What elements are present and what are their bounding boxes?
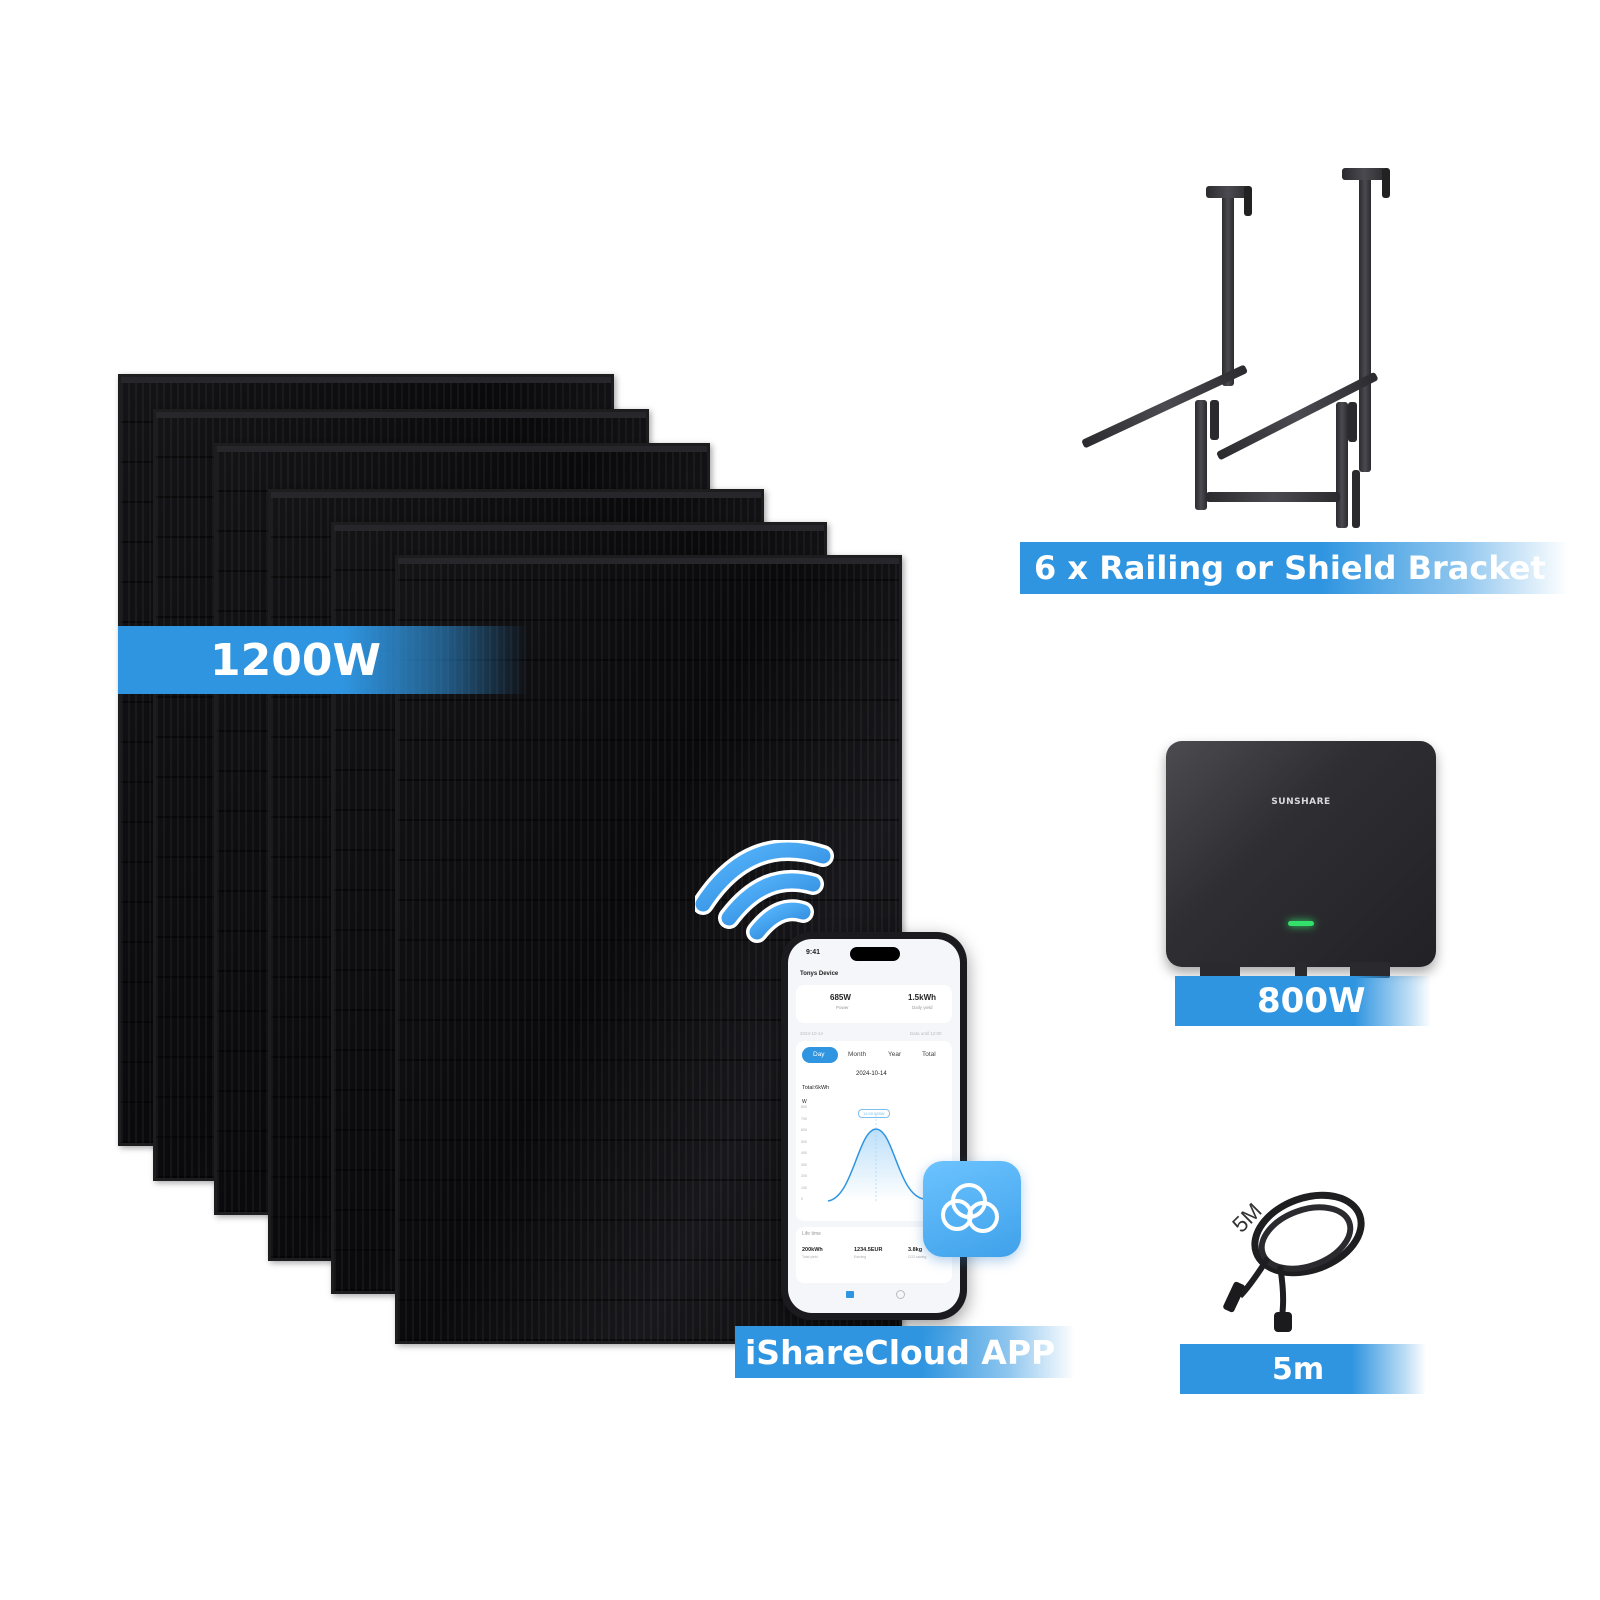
total-energy: Total:6kWh (802, 1085, 830, 1091)
stat-yield-value: 200kWh (802, 1247, 823, 1253)
updated-date: 2024-10-14 (800, 1031, 824, 1036)
microinverter: SUNSHARE (1166, 741, 1436, 967)
updated-note: Data until 12:00 (910, 1031, 942, 1036)
y-unit: W (802, 1099, 807, 1105)
yield-curve (827, 1115, 925, 1202)
profile-nav-icon[interactable] (896, 1290, 905, 1299)
panels-power-badge: 1200W (118, 626, 528, 694)
app-badge: iShareCloud APP (735, 1326, 1075, 1378)
tab-month[interactable]: Month (848, 1051, 867, 1058)
wifi-icon (695, 840, 834, 943)
inverter-connectors (1200, 962, 1400, 982)
panels-power-label: 1200W (210, 634, 381, 686)
tab-total[interactable]: Total (922, 1051, 936, 1058)
tab-year[interactable]: Year (888, 1051, 902, 1058)
inverter-brand: SUNSHARE (1271, 797, 1331, 807)
daily-value: 1.5kWh (908, 993, 937, 1002)
cable-length-badge: 5m (1180, 1344, 1426, 1394)
cable-length-label: 5m (1272, 1351, 1325, 1387)
stat-earning-label: Earning (854, 1255, 867, 1259)
status-time: 9:41 (806, 949, 821, 956)
bracket-badge: 6 x Railing or Shield Bracket (1020, 542, 1568, 594)
selected-date[interactable]: 2024-10-14 (856, 1071, 887, 1077)
inverter-power-badge: 800W (1175, 976, 1431, 1026)
device-selector[interactable]: Tonys Device (800, 971, 839, 977)
stat-yield-label: Total yield (802, 1255, 818, 1259)
lifetime-title: Life time (802, 1231, 821, 1237)
stat-co2-value: 3.8kg (908, 1247, 923, 1253)
power-value: 685W (830, 993, 851, 1002)
inverter-power-label: 800W (1257, 981, 1366, 1021)
app-screen: 9:41 Tonys Device 685W Power 1.5kWh Dail… (788, 939, 960, 1313)
daily-label: Daily yield (912, 1005, 933, 1010)
tab-day[interactable] (802, 1047, 838, 1063)
summary-card: 685W Power 1.5kWh Daily yield (796, 985, 952, 1023)
stat-earning-value: 1234.5EUR (854, 1247, 883, 1253)
cloud-app-icon (923, 1161, 1021, 1257)
smartphone: 9:41 Tonys Device 685W Power 1.5kWh Dail… (781, 932, 967, 1320)
tab-day-label: Day (813, 1051, 825, 1058)
stat-co2-label: CO2 saving (908, 1255, 927, 1259)
y-ticks: 800 700 600 500 400 300 200 100 0 (801, 1105, 807, 1201)
status-led (1288, 921, 1314, 926)
chart-tooltip: 12:00 685W (858, 1109, 890, 1118)
power-label: Power (836, 1005, 849, 1010)
app-label: iShareCloud APP (745, 1332, 1056, 1372)
bracket-label: 6 x Railing or Shield Bracket (1034, 549, 1546, 587)
cloud-icon (941, 1183, 999, 1233)
home-nav-icon[interactable] (846, 1291, 854, 1298)
